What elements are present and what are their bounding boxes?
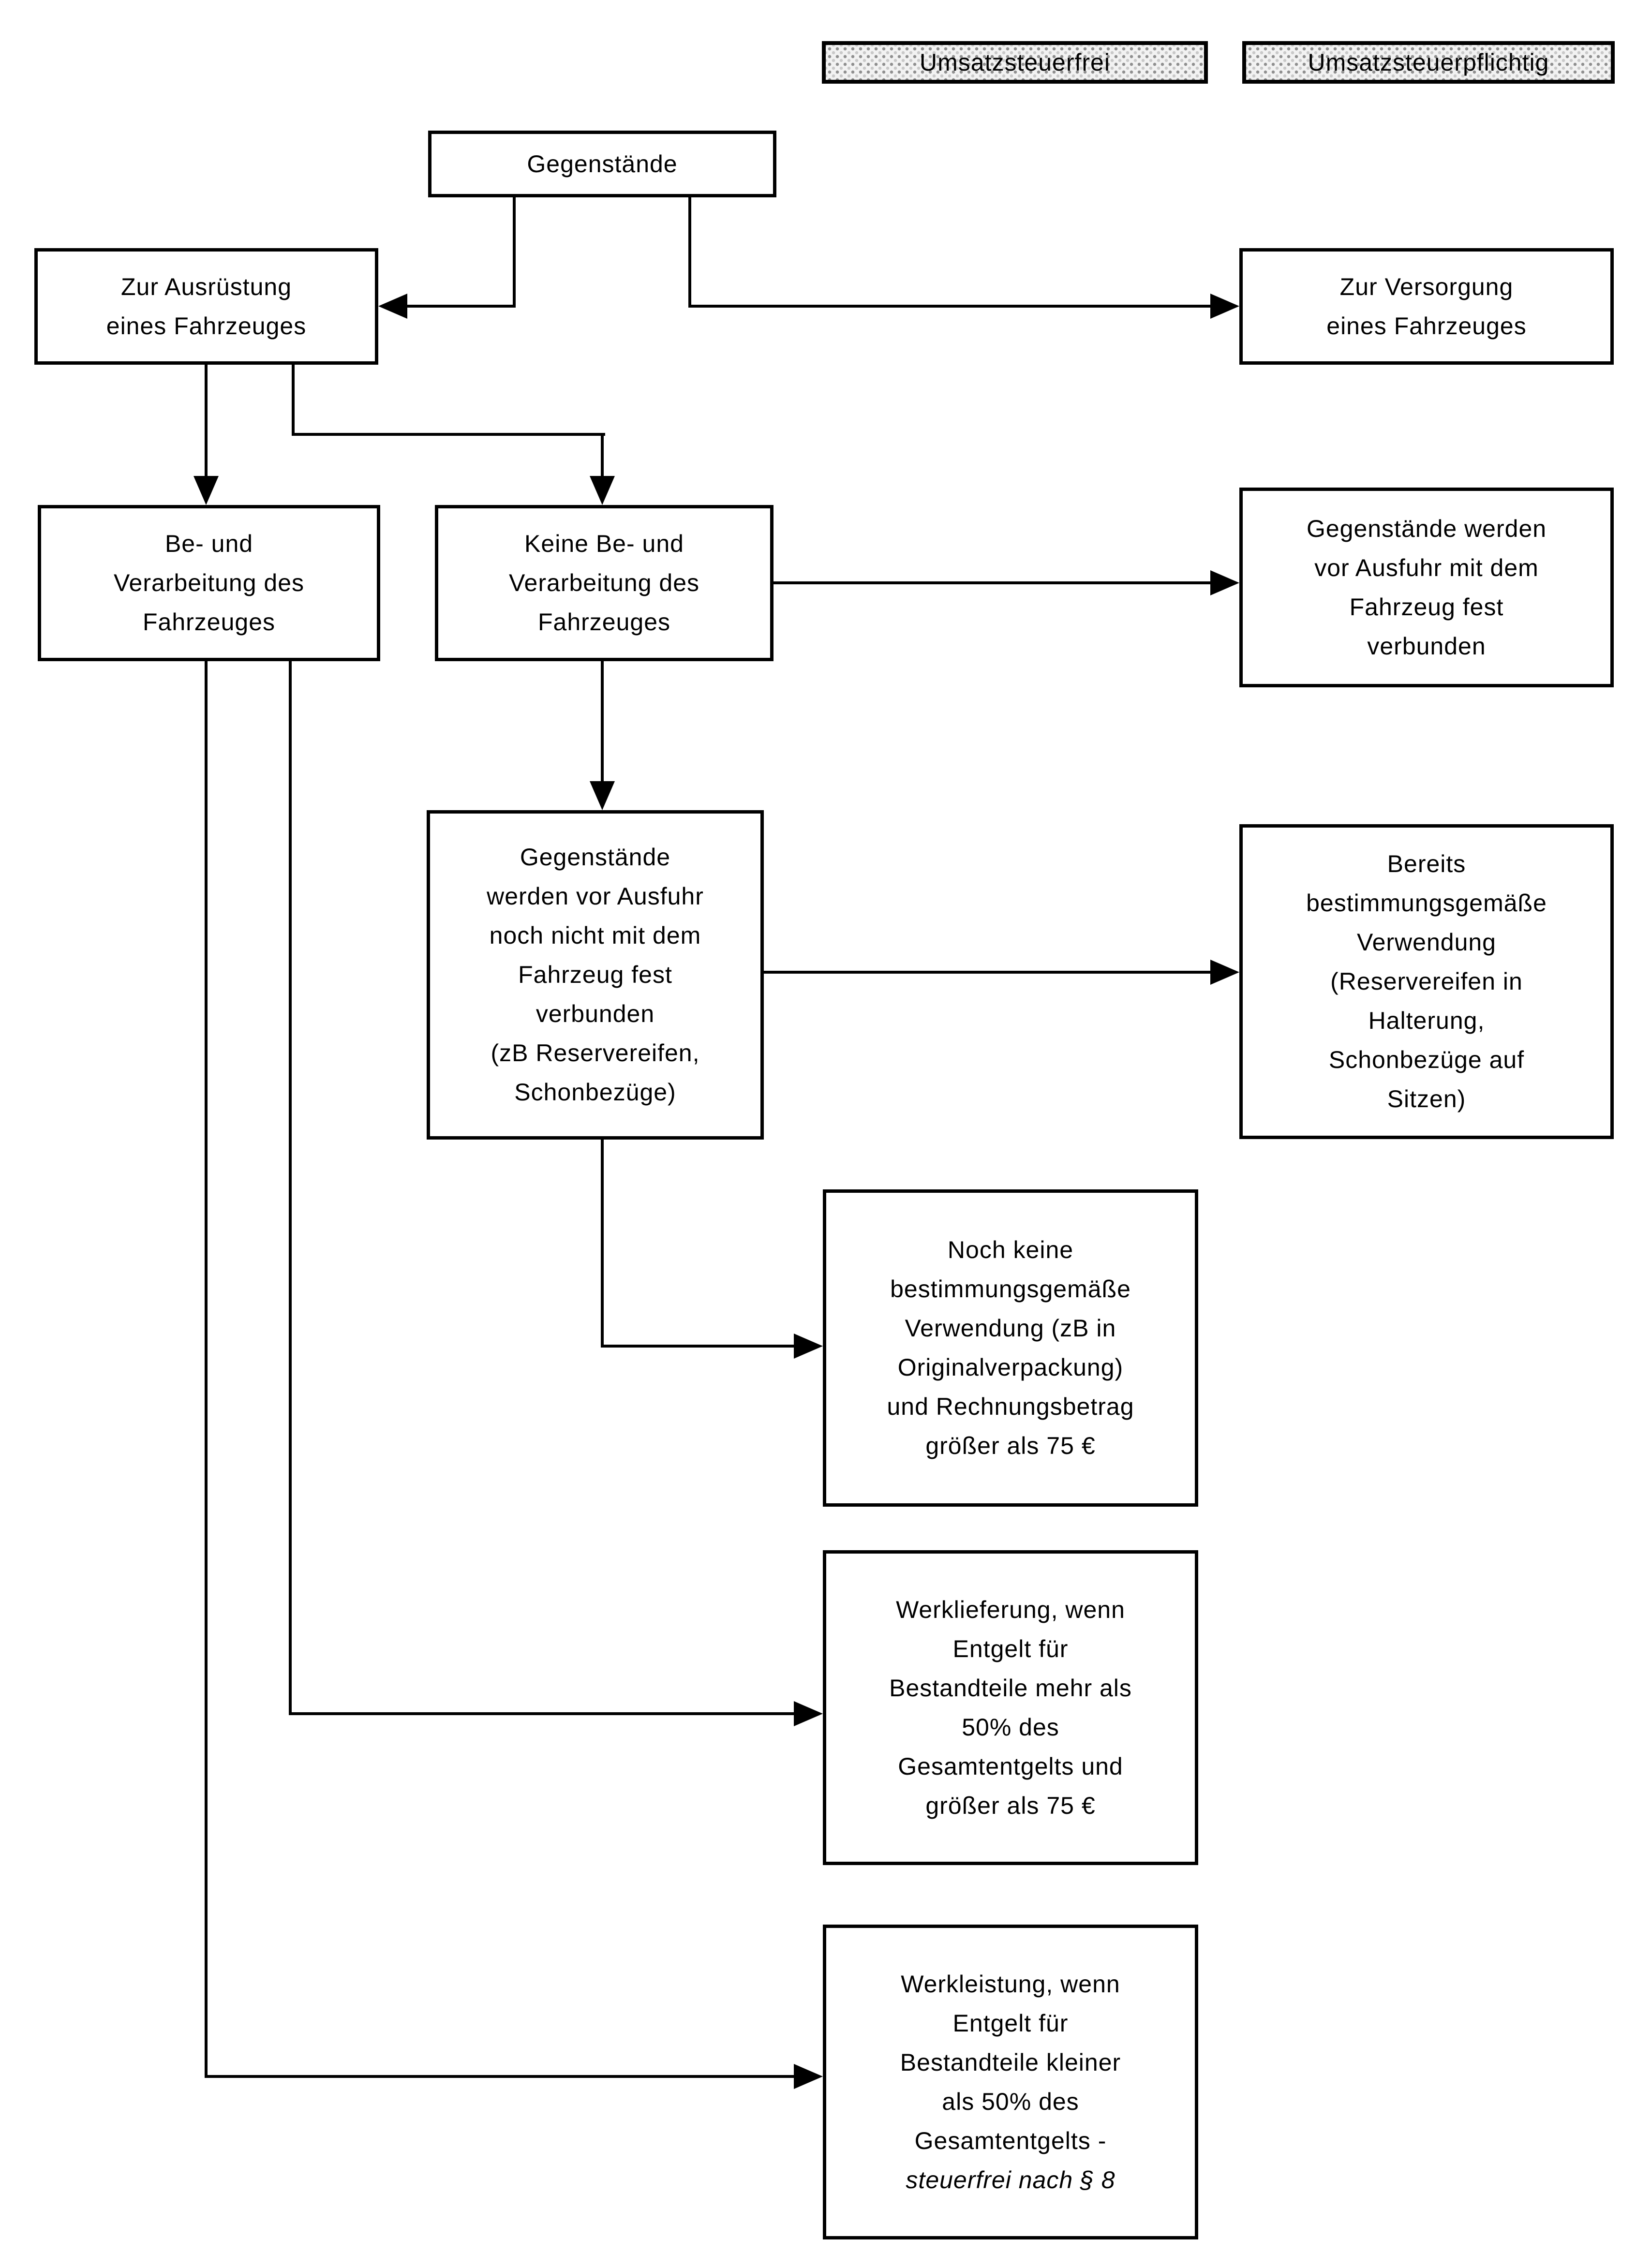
werkleistung-text-italic: steuerfrei nach § 8 xyxy=(906,2166,1115,2194)
node-fest-verbunden: Gegenstände werden vor Ausfuhr mit dem F… xyxy=(1239,488,1614,687)
werkleistung-text-normal: Werkleistung, wenn Entgelt für Bestandte… xyxy=(900,1970,1121,2154)
connector-ausruestung-keine-vline2 xyxy=(601,433,604,477)
node-bereits-verwendung: Bereits bestimmungsgemäße Verwendung (Re… xyxy=(1239,824,1614,1139)
connector-keine-festverbunden-hline xyxy=(772,581,1210,584)
arrow-right-icon xyxy=(1210,570,1239,595)
node-werkleistung: Werkleistung, wenn Entgelt für Bestandte… xyxy=(823,1925,1198,2239)
arrow-down-icon xyxy=(590,781,615,810)
connector-ausruestung-keine-hline xyxy=(292,433,605,436)
node-be-und-verarbeitung: Be- und Verarbeitung des Fahrzeuges xyxy=(38,505,380,661)
connector-gegenstaende-versorgung-vline xyxy=(688,197,691,308)
node-noch-keine-verwendung: Noch keine bestimmungsgemäße Verwendung … xyxy=(823,1189,1198,1507)
connector-gegenstaende-versorgung-hline xyxy=(688,305,1210,308)
arrow-down-icon xyxy=(590,476,615,505)
werkleistung-text: Werkleistung, wenn Entgelt für Bestandte… xyxy=(900,1965,1121,2200)
connector-bearbeitung-werkleistung-hline xyxy=(205,2075,794,2078)
node-zur-ausruestung: Zur Ausrüstung eines Fahrzeuges xyxy=(34,248,378,365)
arrow-right-icon xyxy=(794,2064,823,2089)
connector-keine-nochnicht-vline xyxy=(601,660,604,782)
legend-umsatzsteuerfrei: Umsatzsteuerfrei xyxy=(822,41,1208,84)
connector-nochnicht-bereits-hline xyxy=(762,971,1210,974)
connector-ausruestung-keine-vline1 xyxy=(292,365,295,436)
connector-bearbeitung-werklieferung-vline xyxy=(289,660,292,1715)
arrow-down-icon xyxy=(193,476,219,505)
arrow-right-icon xyxy=(794,1701,823,1726)
node-keine-be-und-verarbeitung: Keine Be- und Verarbeitung des Fahrzeuge… xyxy=(435,505,773,661)
node-werklieferung: Werklieferung, wenn Entgelt für Bestandt… xyxy=(823,1550,1198,1865)
connector-nochnicht-nochkeine-vline xyxy=(601,1138,604,1348)
connector-nochnicht-nochkeine-hline xyxy=(601,1345,794,1348)
arrow-right-icon xyxy=(1210,960,1239,985)
connector-bearbeitung-werklieferung-hline xyxy=(289,1712,794,1715)
arrow-right-icon xyxy=(1210,294,1239,319)
arrow-left-icon xyxy=(378,294,407,319)
connector-gegenstaende-ausruestung-vline xyxy=(513,197,516,308)
connector-bearbeitung-werkleistung-vline xyxy=(205,660,208,2078)
connector-ausruestung-bearbeitung-vline xyxy=(205,365,208,477)
node-noch-nicht-verbunden: Gegenstände werden vor Ausfuhr noch nich… xyxy=(427,810,764,1140)
connector-gegenstaende-ausruestung-hline xyxy=(407,305,516,308)
legend-umsatzsteuerpflichtig: Umsatzsteuerpflichtig xyxy=(1242,41,1615,84)
node-gegenstaende: Gegenstände xyxy=(428,131,776,197)
arrow-right-icon xyxy=(794,1334,823,1359)
node-zur-versorgung: Zur Versorgung eines Fahrzeuges xyxy=(1239,248,1614,365)
